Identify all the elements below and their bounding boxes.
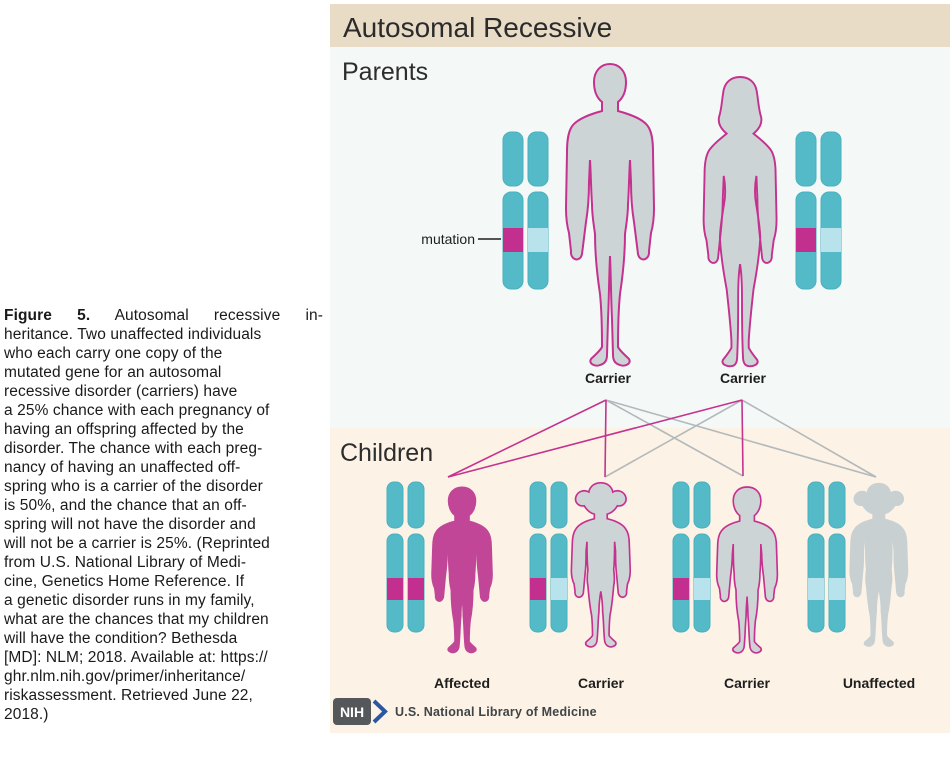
caption-first-line-text: Autosomal recessive in- bbox=[114, 307, 323, 324]
mutated-allele-band bbox=[387, 578, 403, 600]
normal-allele-band bbox=[528, 228, 548, 252]
child-4-label: Unaffected bbox=[843, 675, 915, 691]
normal-allele-band bbox=[551, 578, 567, 600]
line-mother-child3-mutated bbox=[741, 399, 744, 477]
line-father-child1-mutated bbox=[447, 399, 607, 478]
footer-org-name: U.S. National Library of Medicine bbox=[395, 705, 597, 719]
child-1-chromosomes bbox=[386, 481, 425, 633]
mutated-allele-band bbox=[503, 228, 523, 252]
nih-logo-box bbox=[333, 698, 371, 725]
child-2-chromosomes bbox=[529, 481, 568, 633]
line-mother-child2-normal bbox=[604, 399, 743, 478]
line-father-child4-normal bbox=[605, 399, 877, 478]
mutated-allele-band bbox=[673, 578, 689, 600]
caption-first-line: Figure 5. Autosomal recessive in- bbox=[4, 306, 323, 325]
inheritance-diagram-panel: Autosomal Recessive Parents Children mut… bbox=[325, 0, 950, 733]
line-mother-child1-mutated bbox=[447, 399, 743, 478]
figure-number-label: Figure 5. bbox=[4, 307, 91, 324]
autosomal-recessive-diagram: Autosomal Recessive Parents Children mut… bbox=[330, 4, 950, 733]
normal-allele-band bbox=[808, 578, 824, 600]
children-section-label: Children bbox=[340, 439, 433, 467]
line-mother-child4-normal bbox=[741, 399, 877, 478]
title-header-bar bbox=[330, 4, 950, 47]
child-3-label: Carrier bbox=[724, 675, 770, 691]
figure-caption: Figure 5. Autosomal recessive in- herita… bbox=[4, 306, 323, 724]
mutation-label: mutation bbox=[421, 231, 475, 247]
mutated-allele-band bbox=[408, 578, 424, 600]
normal-allele-band bbox=[829, 578, 845, 600]
child-3-chromosomes bbox=[672, 481, 711, 633]
child-2-label: Carrier bbox=[578, 675, 624, 691]
caption-body: heritance. Two unaffected individuals wh… bbox=[4, 326, 270, 723]
inheritance-lines bbox=[447, 399, 877, 478]
normal-allele-band bbox=[821, 228, 841, 252]
diagram-title: Autosomal Recessive bbox=[343, 12, 612, 43]
parents-section-label: Parents bbox=[342, 58, 428, 86]
mutated-allele-band bbox=[530, 578, 546, 600]
nih-chevron-icon bbox=[372, 699, 388, 724]
child-4-chromosomes bbox=[807, 481, 846, 633]
father-label: Carrier bbox=[585, 370, 631, 386]
child-1-label: Affected bbox=[434, 675, 490, 691]
nih-logo-text: NIH bbox=[340, 704, 364, 720]
mother-label: Carrier bbox=[720, 370, 766, 386]
line-father-child2-mutated bbox=[604, 399, 607, 478]
normal-allele-band bbox=[694, 578, 710, 600]
mutated-allele-band bbox=[796, 228, 816, 252]
father-chromosomes bbox=[502, 131, 549, 290]
mother-chromosomes bbox=[795, 131, 842, 290]
nih-footer: NIH U.S. National Library of Medicine bbox=[333, 698, 597, 725]
